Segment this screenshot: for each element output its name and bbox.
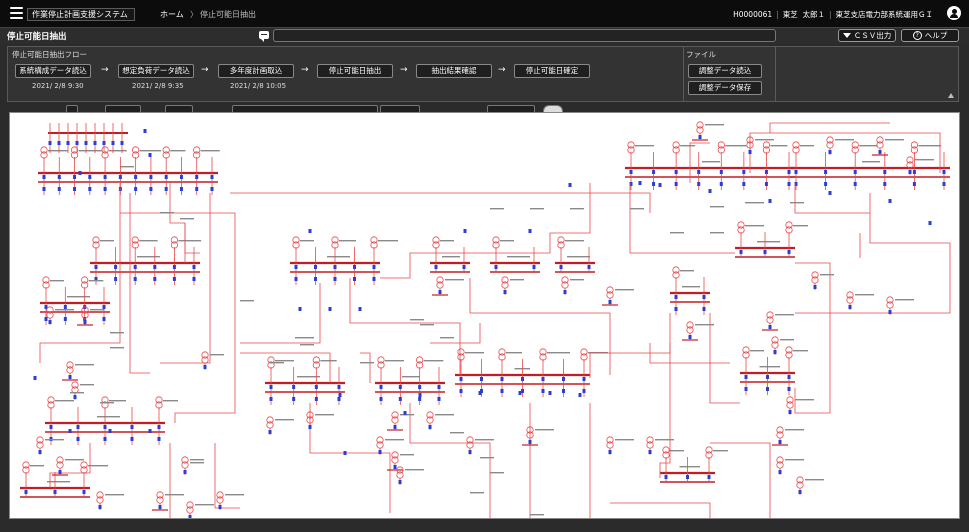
save-adjustment-data-button[interactable]: 調整データ保存 xyxy=(688,81,762,95)
help-icon: ? xyxy=(912,31,922,40)
diagram-toolbar xyxy=(0,104,969,114)
message-icon xyxy=(259,31,269,42)
filter-button[interactable] xyxy=(487,105,535,114)
breadcrumb-home[interactable]: ホーム xyxy=(160,10,184,19)
single-line-diagram[interactable] xyxy=(9,112,960,519)
search-input[interactable] xyxy=(232,105,378,114)
collapse-panel-icon[interactable] xyxy=(948,93,954,98)
divider: | xyxy=(828,10,832,19)
flow-arrow-icon: → xyxy=(400,65,408,75)
flow-panel-label: 停止可能日抽出フロー xyxy=(12,50,87,59)
user-info: H0000061|東芝 太郎１|東芝支店電力部系統運用ＧＩ xyxy=(733,9,933,20)
user-name: 太郎１ xyxy=(802,10,825,19)
divider xyxy=(683,47,684,101)
breadcrumb-current: 停止可能日抽出 xyxy=(200,10,256,19)
flow-arrow-icon: → xyxy=(101,65,109,75)
extraction-flow-panel: 停止可能日抽出フロー 系統構成データ読込 → 想定負荷データ読込 → 多年度計画… xyxy=(7,46,959,102)
page-title: 停止可能日抽出 xyxy=(7,32,67,42)
flow-arrow-icon: → xyxy=(301,65,309,75)
extract-outage-dates-button[interactable]: 停止可能日抽出 xyxy=(317,64,393,78)
user-company: 東芝 xyxy=(782,10,798,19)
message-field xyxy=(273,29,776,42)
help-label: ヘルプ xyxy=(924,31,948,40)
flow-arrow-icon: → xyxy=(201,65,209,75)
toggle-switch[interactable] xyxy=(543,105,563,114)
date-select[interactable] xyxy=(105,105,141,114)
time-select[interactable] xyxy=(165,105,193,114)
diagram-graphics xyxy=(20,121,951,518)
divider: | xyxy=(776,10,779,19)
import-multiyear-plan-button[interactable]: 多年度計画取込 xyxy=(218,64,294,78)
csv-export-label: ＣＳＶ出力 xyxy=(853,31,892,40)
step-timestamp: 2021/ 2/8 9:30 xyxy=(32,82,84,90)
flow-arrow-icon: → xyxy=(498,65,506,75)
step-timestamp: 2021/ 2/8 9:35 xyxy=(132,82,184,90)
user-department: 東芝支店電力部系統運用ＧＩ xyxy=(835,10,934,19)
calendar-icon[interactable] xyxy=(66,105,78,114)
user-id: H0000061 xyxy=(733,10,773,19)
csv-export-button[interactable]: ＣＳＶ出力 xyxy=(838,29,896,42)
search-button[interactable] xyxy=(380,105,420,114)
top-bar: 作業停止計画支援システム ホーム 〉 停止可能日抽出 H0000061|東芝 太… xyxy=(0,0,969,28)
load-demand-data-button[interactable]: 想定負荷データ読込 xyxy=(118,64,194,78)
title-row: 停止可能日抽出 ＣＳＶ出力 ? ヘルプ xyxy=(0,28,969,44)
user-account-icon[interactable] xyxy=(947,6,961,20)
step-timestamp: 2021/ 2/8 10:05 xyxy=(230,82,287,90)
load-network-data-button[interactable]: 系統構成データ読込 xyxy=(15,64,91,78)
hamburger-menu-icon[interactable] xyxy=(10,7,23,19)
help-button[interactable]: ? ヘルプ xyxy=(901,29,959,42)
divider xyxy=(775,47,776,101)
check-results-button[interactable]: 抽出結果確認 xyxy=(416,64,492,78)
app-title: 作業停止計画支援システム xyxy=(27,8,135,21)
chevron-down-icon xyxy=(842,33,851,38)
diagram-canvas[interactable] xyxy=(10,113,960,519)
confirm-outage-dates-button[interactable]: 停止可能日確定 xyxy=(514,64,590,78)
load-adjustment-data-button[interactable]: 調整データ読込 xyxy=(688,64,762,78)
file-section-label: ファイル xyxy=(686,50,716,59)
breadcrumb-separator: 〉 xyxy=(190,10,198,19)
